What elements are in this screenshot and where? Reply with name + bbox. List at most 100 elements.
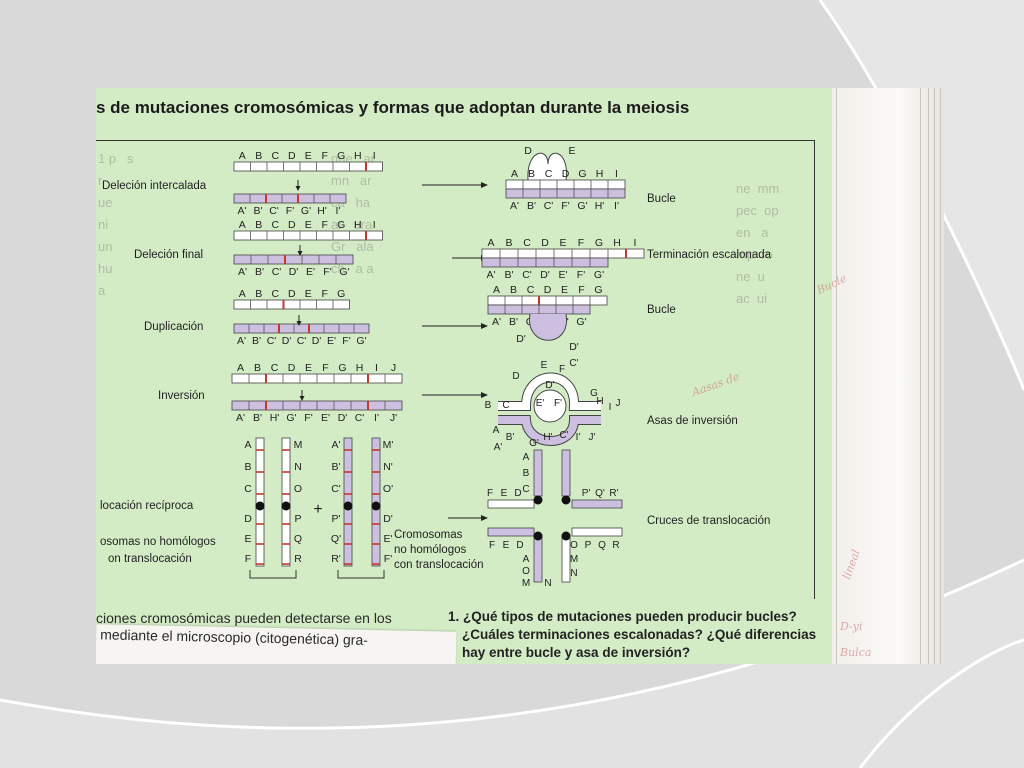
- gene-label: G': [529, 438, 539, 449]
- gene-label: C': [569, 358, 578, 369]
- gene-label: F: [578, 237, 584, 249]
- gene-label: P': [331, 513, 340, 525]
- green-figure-panel: 1 p s r ue ni un hu a que ar mn ar ca ha…: [96, 88, 832, 664]
- gene-label: B: [244, 461, 251, 473]
- gene-label: F': [577, 269, 585, 281]
- gene-label: M: [294, 439, 303, 451]
- gene-label: D': [289, 266, 299, 278]
- chromosome-bar: [233, 299, 350, 310]
- gene-label: H: [354, 219, 362, 231]
- gene-label: C': [272, 266, 282, 278]
- gene-label: H': [317, 205, 327, 217]
- gene-label: G': [286, 412, 296, 424]
- result-label-bucle: Bucle: [647, 304, 676, 316]
- row-label-deletion-final: Deleción final: [134, 249, 204, 261]
- gene-label: B': [253, 205, 262, 217]
- handwriting-note: D-yi: [840, 620, 863, 633]
- gene-label: G': [356, 335, 366, 347]
- chromosome-bar: [505, 188, 626, 199]
- gene-label: A: [493, 284, 500, 296]
- gene-label: F': [384, 553, 392, 565]
- gene-label: A': [236, 412, 245, 424]
- gene-label: C: [271, 288, 279, 300]
- gene-label: B: [528, 168, 535, 180]
- gene-label: D: [544, 284, 552, 296]
- chromosome-bar: [233, 323, 370, 334]
- arrow-head: [481, 392, 488, 398]
- figure-frame: [96, 140, 815, 599]
- gene-label: H: [354, 150, 362, 162]
- gene-label: I: [373, 150, 376, 162]
- caption-line: mediante el microscopio (citogenética) g…: [100, 626, 369, 648]
- gene-label: G: [337, 150, 345, 162]
- gene-label: D: [288, 219, 296, 231]
- gene-label: B': [504, 269, 513, 281]
- gene-label: M: [570, 554, 578, 565]
- gene-label: J: [391, 362, 396, 374]
- chromosome-caption: Cromosomas no homólogos con translocació…: [394, 528, 484, 573]
- gene-label: N: [570, 568, 577, 579]
- gene-label: Q: [598, 540, 606, 551]
- row-label-cromosomas: osomas no homólogos: [100, 536, 216, 548]
- gene-label: R': [609, 488, 618, 499]
- gene-label: R: [612, 540, 619, 551]
- row-label-inversion: Inversión: [158, 390, 205, 402]
- gene-label: B: [523, 468, 530, 479]
- centromere: [281, 501, 291, 511]
- gene-label: A: [239, 219, 246, 231]
- gene-label: P: [294, 513, 301, 525]
- gene-label: Q': [331, 533, 341, 545]
- chromosome-bar: [481, 248, 645, 259]
- row-label-translocacion: locación recíproca: [100, 500, 194, 512]
- gene-label: A: [511, 168, 518, 180]
- chromosome-caption-line: Cromosomas: [394, 529, 463, 541]
- arrow-head: [481, 182, 488, 188]
- gene-label: I: [615, 168, 618, 180]
- gene-label: C': [355, 412, 365, 424]
- gene-label: D': [540, 269, 550, 281]
- gene-label: J': [390, 412, 397, 424]
- bracket: [337, 570, 385, 579]
- gene-label: M: [522, 578, 530, 589]
- gene-label: C: [523, 237, 531, 249]
- gene-label: D: [516, 540, 523, 551]
- gene-label: E': [327, 335, 336, 347]
- chromosome-bar: [481, 257, 609, 268]
- result-label-cruces-de-translocacion: Cruces de translocación: [647, 515, 771, 527]
- gene-label: D: [244, 513, 252, 525]
- gene-label: G: [337, 219, 345, 231]
- break-arrow-head: [297, 251, 303, 256]
- gene-label: F': [304, 412, 312, 424]
- gene-label: F: [322, 362, 328, 374]
- row-label-deletion-intercalada: Deleción intercalada: [102, 180, 207, 192]
- gene-label: F: [322, 288, 328, 300]
- gene-label: P: [585, 540, 592, 551]
- gene-label: C': [522, 269, 532, 281]
- figure-title: s de mutaciones cromosómicas y formas qu…: [96, 98, 690, 117]
- textbook-photo: 1 p s r ue ni un hu a que ar mn ar ca ha…: [96, 88, 944, 664]
- gene-label: F: [489, 540, 495, 551]
- gene-label: C': [267, 335, 277, 347]
- gene-label: E: [541, 360, 548, 371]
- question-block: 1. ¿Qué tipos de mutaciones pueden produ…: [448, 608, 816, 662]
- gene-label: D': [338, 412, 348, 424]
- cross-arm: [571, 527, 623, 537]
- gene-label: D: [562, 168, 570, 180]
- result-label-asas-de-inversion: Asas de inversión: [647, 415, 738, 427]
- gene-label: C': [297, 335, 307, 347]
- gene-label: C: [244, 483, 252, 495]
- cross-arm: [561, 449, 571, 497]
- centromere: [533, 531, 543, 541]
- gene-label: A': [510, 200, 519, 212]
- gene-label: A': [238, 266, 247, 278]
- page-edge: [832, 88, 944, 664]
- gene-label: E': [383, 533, 392, 545]
- gene-label: C: [502, 400, 509, 411]
- result-label-terminacion-escalonada: Terminación escalonada: [647, 249, 772, 261]
- gene-label: I': [614, 200, 619, 212]
- gene-label: D: [288, 150, 296, 162]
- gene-label: B': [331, 461, 340, 473]
- gene-label: B': [506, 432, 515, 443]
- arrow-head: [481, 323, 488, 329]
- chromosome-caption-line: con translocación: [394, 559, 484, 571]
